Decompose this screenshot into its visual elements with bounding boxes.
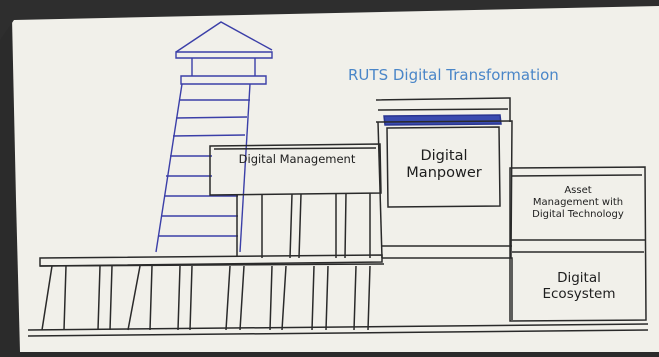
- asset-management-line1: Asset: [564, 185, 592, 196]
- building-sketch: [27, 97, 649, 337]
- digital-manpower-line1: Digital: [420, 148, 468, 164]
- digital-ecosystem-line2: Ecosystem: [542, 286, 616, 303]
- diagram-title: RUTS Digital Transformation: [348, 66, 559, 84]
- digital-management-label: Digital Management: [222, 152, 372, 167]
- digital-manpower-line2: Manpower: [406, 165, 482, 182]
- lighthouse-sketch: [155, 21, 273, 253]
- asset-management-label: Asset Management with Digital Technology: [512, 185, 644, 221]
- digital-ecosystem-label: Digital Ecosystem: [514, 270, 644, 302]
- digital-management-text: Digital Management: [238, 152, 356, 166]
- digital-ecosystem-line1: Digital: [557, 270, 601, 286]
- asset-management-line3: Digital Technology: [532, 209, 624, 220]
- asset-management-line2: Management with: [532, 197, 624, 208]
- digital-manpower-label: Digital Manpower: [390, 148, 498, 183]
